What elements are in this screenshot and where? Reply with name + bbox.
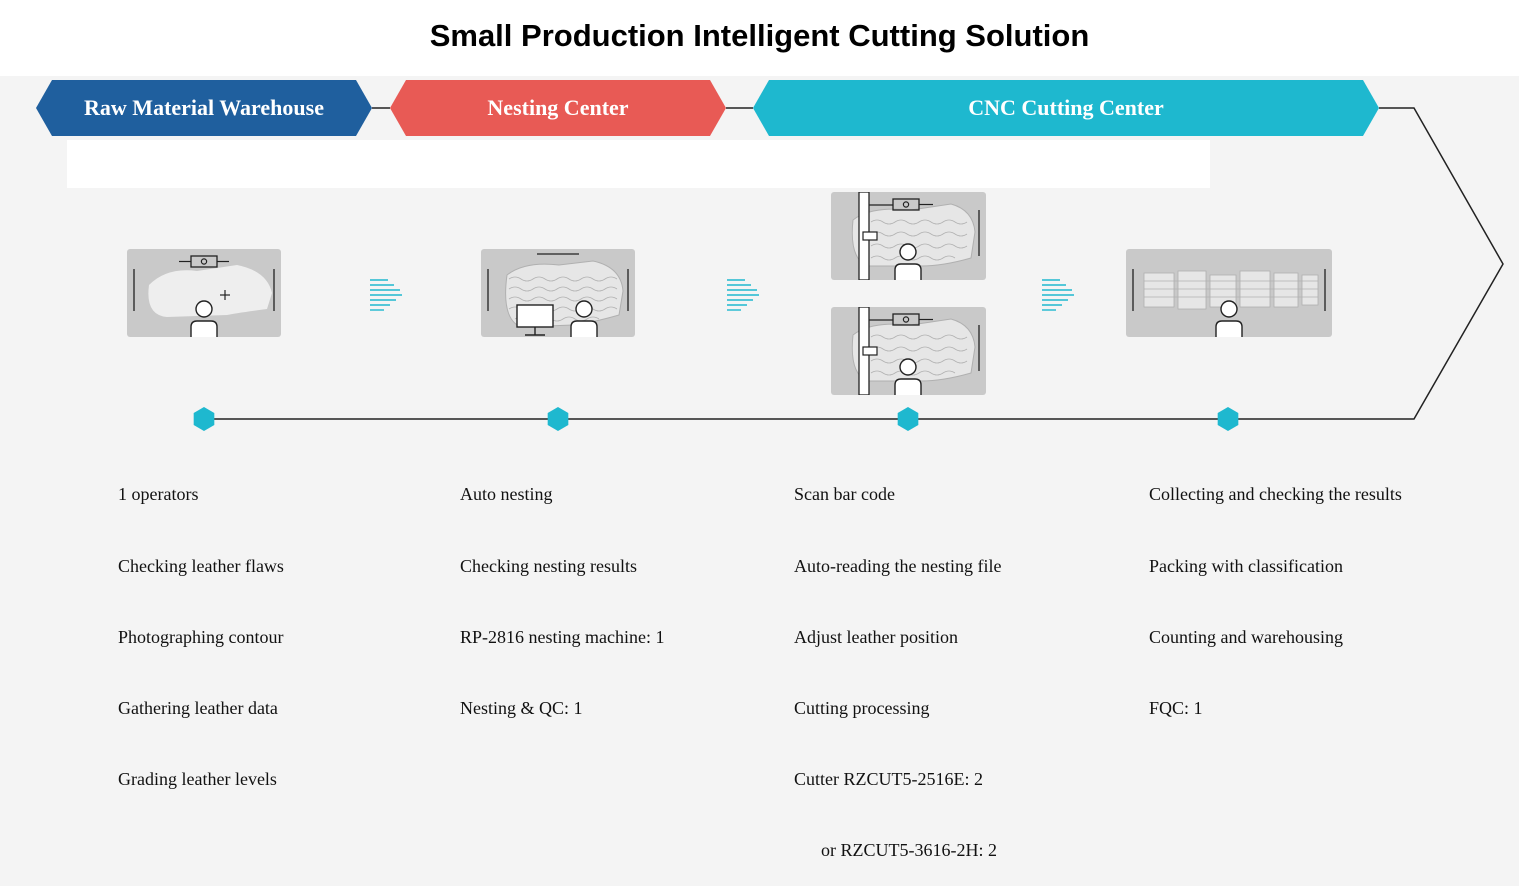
timeline-node [1217,407,1239,431]
flow-arrow-icon [727,279,759,311]
step-detail-line: 1 operators [118,484,199,505]
step-4-details: Collecting and checking the results Pack… [1149,436,1402,744]
stage-cnc-cutting-center: CNC Cutting Center [753,80,1379,136]
step-detail-line: FQC: 1 [1149,697,1203,718]
step-detail-line: or RZCUT5-3616-2H: 2 [794,839,997,860]
step-detail-line: Collecting and checking the results [1149,484,1402,505]
inspection-illustration [127,249,281,337]
cnc-cutter-illustration [831,307,986,395]
step-detail-line: Auto nesting [460,484,553,505]
step-detail-line: RP-2816 nesting machine: 1 [460,626,665,647]
step-detail-line: Adjust leather position [794,626,958,647]
step-detail-line: Counting and warehousing [1149,626,1343,647]
collecting-illustration [1126,249,1332,337]
step-detail-line: Nesting & QC: 1 [460,697,583,718]
page-title: Small Production Intelligent Cutting Sol… [429,18,1090,53]
title-bar [0,0,1519,76]
blank-strip [67,140,1210,188]
flow-arrow-icon [370,279,402,311]
step-detail-line: Scan bar code [794,484,895,505]
step-detail-line: Cutter RZCUT5-2516E: 2 [794,768,983,789]
timeline-node [547,407,569,431]
step-detail-line: Packing with classification [1149,555,1343,576]
step-detail-line: Auto-reading the nesting file [794,555,1002,576]
step-2-details: Auto nesting Checking nesting results RP… [460,436,664,744]
stage-raw-material-warehouse: Raw Material Warehouse [36,80,372,136]
step-detail-line: Checking nesting results [460,555,637,576]
flow-arrow-icon [1042,279,1074,311]
cnc-cutter-illustration [831,192,986,280]
step-detail-line: Photographing contour [118,626,284,647]
stage-nesting-center: Nesting Center [390,80,726,136]
step-detail-line: Grading leather levels [118,768,277,789]
step-3-details: Scan bar code Auto-reading the nesting f… [794,436,1001,886]
nesting-illustration [481,249,635,337]
timeline-node [193,407,215,431]
step-detail-line: Gathering leather data [118,697,278,718]
step-detail-line: Cutting processing [794,697,930,718]
flow-lines [204,107,1504,420]
timeline-node [897,407,919,431]
step-detail-line: Checking leather flaws [118,555,284,576]
step-1-details: 1 operators Checking leather flaws Photo… [118,436,284,815]
